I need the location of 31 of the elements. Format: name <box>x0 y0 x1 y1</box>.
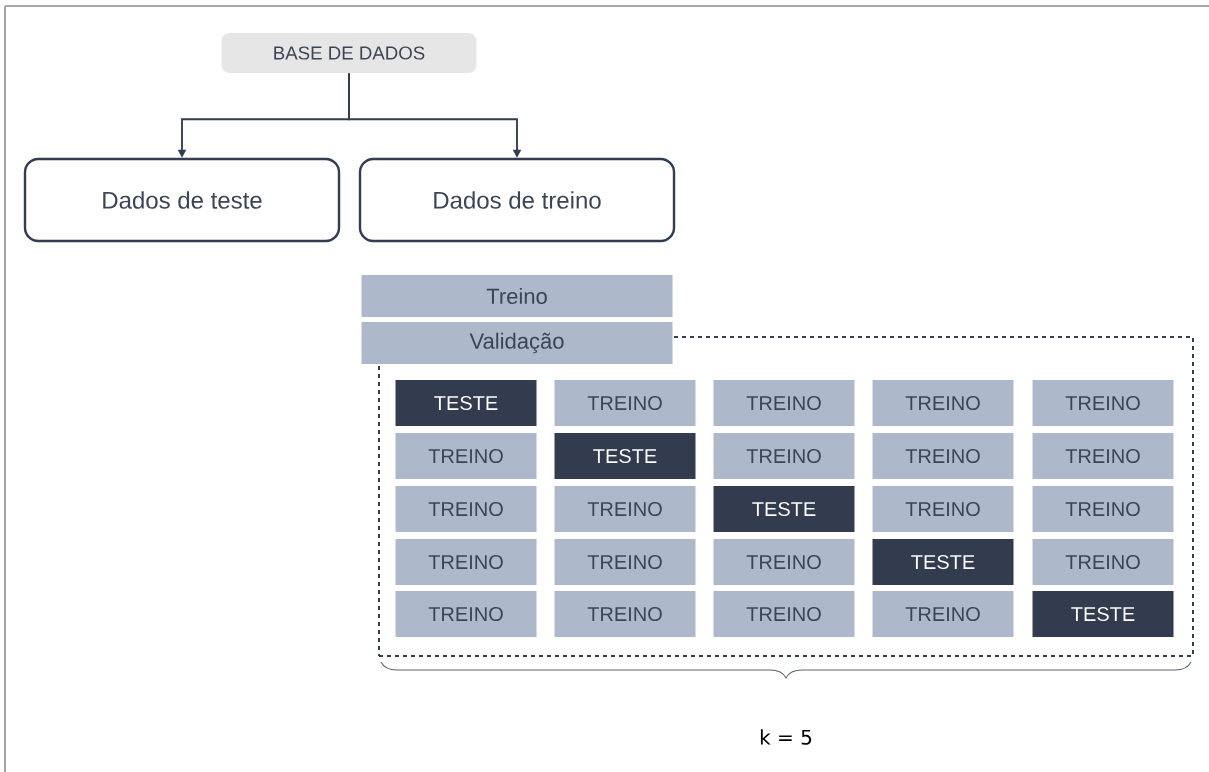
fold-cell: TREINO <box>395 486 537 532</box>
fold-cell: TESTE <box>713 486 855 532</box>
fold-cell: TREINO <box>1032 539 1174 585</box>
fold-cell: TREINO <box>713 591 855 637</box>
fold-cell: TREINO <box>554 486 696 532</box>
fold-cell: TREINO <box>713 539 855 585</box>
split-bar: Validação <box>361 322 673 364</box>
fold-cell: TREINO <box>713 380 855 426</box>
fold-cell: TREINO <box>395 591 537 637</box>
fold-cell: TESTE <box>395 380 537 426</box>
brace-label: k = 5 <box>760 729 812 745</box>
fold-cell: TREINO <box>395 433 537 479</box>
database-box: BASE DE DADOS <box>221 33 477 73</box>
fold-cell: TREINO <box>554 380 696 426</box>
fold-cell: TREINO <box>1032 433 1174 479</box>
fold-cell: TREINO <box>395 539 537 585</box>
fold-cell: TREINO <box>872 591 1014 637</box>
fold-cell: TREINO <box>872 433 1014 479</box>
fold-cell: TREINO <box>872 380 1014 426</box>
fold-cell: TESTE <box>1032 591 1174 637</box>
fold-cell: TREINO <box>1032 486 1174 532</box>
fold-cell: TREINO <box>713 433 855 479</box>
fold-cell: TREINO <box>872 486 1014 532</box>
process-box: Dados de treino <box>358 157 676 243</box>
fold-cell: TESTE <box>872 539 1014 585</box>
fold-cell: TREINO <box>554 539 696 585</box>
fold-cell: TREINO <box>1032 380 1174 426</box>
split-bar: Treino <box>361 275 673 317</box>
process-box: Dados de teste <box>23 157 341 243</box>
fold-cell: TREINO <box>554 591 696 637</box>
fold-cell: TESTE <box>554 433 696 479</box>
